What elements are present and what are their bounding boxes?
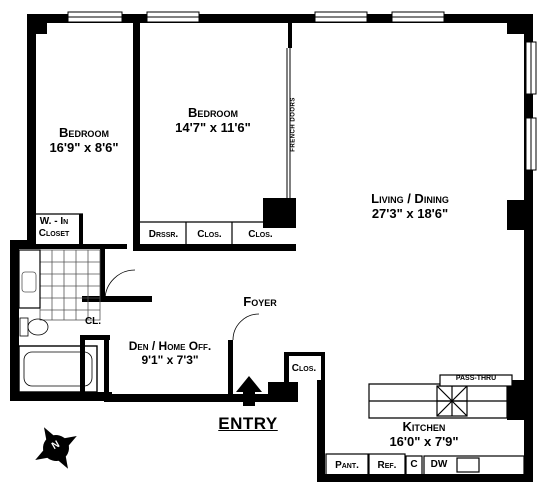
wall-wic-left xyxy=(27,214,31,244)
pantry-box xyxy=(325,453,369,477)
dw-counter xyxy=(423,455,525,477)
bathtub xyxy=(18,345,98,393)
wall-entry-closet-right xyxy=(321,352,325,384)
pillar-center xyxy=(263,198,296,228)
kitchen-sink xyxy=(456,457,480,473)
room-living-dining: Living / Dining 27'3" x 18'6" xyxy=(340,191,480,222)
room-kitchen-dims: 16'0" x 7'9" xyxy=(389,433,459,449)
door-bath xyxy=(104,269,136,300)
pillar-top-left xyxy=(27,14,47,34)
room-bedroom-center: Bedroom 14'7" x 11'6" xyxy=(150,105,276,136)
room-bedroom-left: Bedroom 16'9" x 8'6" xyxy=(36,125,132,156)
closet-row xyxy=(140,221,296,246)
kitchen-bottom-wall xyxy=(317,474,533,482)
wall-den-left xyxy=(104,340,109,398)
wall-den-top xyxy=(82,296,152,302)
wall-cl xyxy=(82,335,110,340)
exterior-walls xyxy=(10,14,533,482)
pass-thru-label: Pass-Thru xyxy=(455,375,497,382)
interior-walls xyxy=(27,14,325,402)
walk-in-line1: W. - In xyxy=(39,216,69,227)
compass-icon xyxy=(35,427,77,469)
entry-arrow-icon xyxy=(236,376,262,406)
room-den: Den / Home Off. 9'1" x 7'3" xyxy=(108,339,232,368)
wall-bedroom-left-bottom xyxy=(27,244,127,249)
bathroom xyxy=(18,249,101,393)
c-box xyxy=(405,455,423,477)
door-swings xyxy=(104,269,260,341)
kitchen-left-wall xyxy=(317,380,325,480)
wall-bath-right xyxy=(100,249,105,299)
kitchen-ref-label: Ref. xyxy=(377,460,397,471)
room-kitchen-name: Kitchen xyxy=(402,419,446,434)
door-den xyxy=(232,313,260,341)
pillar-top-right xyxy=(507,14,533,34)
room-living-dining-dims: 27'3" x 18'6" xyxy=(371,205,449,221)
wall-den-right xyxy=(228,340,233,398)
pass-thru-box xyxy=(439,374,513,387)
wall-entry-closet-top xyxy=(284,352,325,356)
left-wall-lower xyxy=(10,240,19,400)
wall-wic-right xyxy=(79,214,83,248)
entry-arrow-group xyxy=(236,376,262,406)
toilet-bowl xyxy=(27,318,49,336)
french-doors xyxy=(286,48,291,198)
closet-clos-2: Clos. xyxy=(248,229,273,240)
room-kitchen: Kitchen 16'0" x 7'9" xyxy=(364,419,484,450)
top-wall xyxy=(27,14,533,23)
french-doors-label: French Doors xyxy=(290,97,297,152)
den-bottom-wall xyxy=(104,394,268,402)
room-bedroom-center-name: Bedroom xyxy=(188,105,238,120)
closet-dressr: Drssr. xyxy=(148,229,179,240)
room-foyer: Foyer xyxy=(243,294,277,309)
wall-bedrooms xyxy=(133,14,140,250)
bottom-left-wall xyxy=(10,392,112,401)
room-den-name: Den / Home Off. xyxy=(128,339,212,353)
windows xyxy=(67,11,537,171)
bath-tile-grid xyxy=(39,249,101,321)
kitchen-c-label: C xyxy=(410,459,418,470)
room-bedroom-left-dims: 16'9" x 8'6" xyxy=(49,139,119,155)
wall-center-bedroom-bottom xyxy=(133,244,296,251)
closet-cl: CL. xyxy=(84,316,102,327)
right-wall xyxy=(524,14,533,479)
pillar-right-mid xyxy=(507,200,533,230)
room-bedroom-left-name: Bedroom xyxy=(59,125,109,140)
entry-closet-block xyxy=(268,382,298,402)
walk-in-closet-label: W. - In Closet xyxy=(28,216,80,239)
bathtub-inner xyxy=(23,351,93,387)
kitchen-dw-label: DW xyxy=(430,459,448,470)
pillar-right-low xyxy=(507,380,533,420)
closet-clos-1: Clos. xyxy=(197,229,222,240)
ref-box xyxy=(368,453,406,477)
walk-in-line2: Closet xyxy=(38,227,70,239)
closet-entry: Clos. xyxy=(291,363,317,374)
room-bedroom-center-dims: 14'7" x 11'6" xyxy=(175,119,251,135)
wall-bath-right-lower xyxy=(80,335,85,397)
left-wall-upper xyxy=(27,14,36,246)
entry-label: ENTRY xyxy=(218,414,278,433)
left-wall-step xyxy=(10,240,36,249)
toilet-tank xyxy=(19,317,29,337)
kitchen-pantry-label: Pant. xyxy=(335,460,359,471)
kitchen-fixtures xyxy=(325,374,525,477)
room-living-dining-name: Living / Dining xyxy=(371,191,449,206)
bath-vanity xyxy=(18,249,41,309)
bath-sink xyxy=(21,271,37,293)
wall-entry-closet-left xyxy=(284,352,289,382)
room-den-dims: 9'1" x 7'3" xyxy=(141,352,199,367)
wall-french-top xyxy=(288,14,292,48)
